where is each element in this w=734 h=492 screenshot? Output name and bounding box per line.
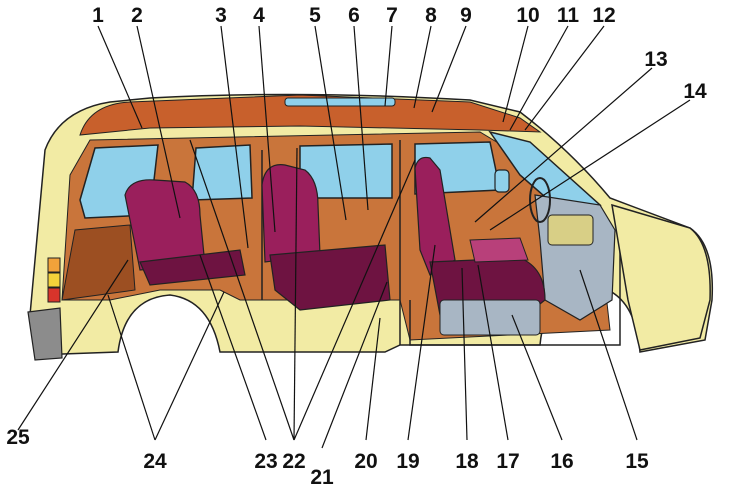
callout-21: 21 <box>310 466 334 489</box>
tail-light-upper <box>47 257 61 273</box>
front-door-opening <box>409 210 621 346</box>
callout-12: 12 <box>592 4 615 27</box>
callout-18: 18 <box>455 450 479 473</box>
third-row-cushion <box>139 249 246 286</box>
headliner <box>79 94 542 136</box>
instrument-panel <box>547 214 594 246</box>
callout-10: 10 <box>516 4 539 27</box>
front-door <box>611 203 711 351</box>
leader-lines <box>17 25 691 449</box>
rear-bumper <box>27 307 63 361</box>
callout-19: 19 <box>396 450 419 473</box>
callout-20: 20 <box>354 450 377 473</box>
sunroof <box>284 97 396 107</box>
callout-1: 1 <box>92 4 104 27</box>
tail-light-lower <box>47 287 61 303</box>
tail-light-middle <box>47 272 61 288</box>
callout-14: 14 <box>683 80 707 103</box>
second-row-cushion <box>269 244 391 311</box>
front-seat-base <box>439 299 541 336</box>
second-row-seatback <box>261 164 321 263</box>
callout-13: 13 <box>644 48 667 71</box>
callout-4: 4 <box>253 4 265 27</box>
callout-2: 2 <box>131 4 143 27</box>
callout-5: 5 <box>309 4 321 27</box>
callout-6: 6 <box>348 4 360 27</box>
cargo-floor <box>61 224 136 301</box>
callout-15: 15 <box>625 450 649 473</box>
callout-9: 9 <box>460 4 472 27</box>
callout-3: 3 <box>215 4 227 27</box>
callout-24: 24 <box>143 450 167 473</box>
callout-17: 17 <box>496 450 519 473</box>
callout-22: 22 <box>282 450 305 473</box>
callout-11: 11 <box>557 4 580 27</box>
callout-16: 16 <box>550 450 573 473</box>
callout-23: 23 <box>254 450 277 473</box>
callout-8: 8 <box>425 4 437 27</box>
rear-door-opening <box>261 140 401 345</box>
side-mirror <box>494 169 510 193</box>
callout-labels: 1 2 3 4 5 6 7 8 9 10 11 12 13 14 25 24 2… <box>6 4 707 489</box>
callout-7: 7 <box>386 4 398 27</box>
steering-wheel <box>529 177 551 223</box>
third-row-seatback <box>124 179 206 271</box>
callout-25: 25 <box>6 426 30 449</box>
passenger-seat <box>469 237 529 263</box>
